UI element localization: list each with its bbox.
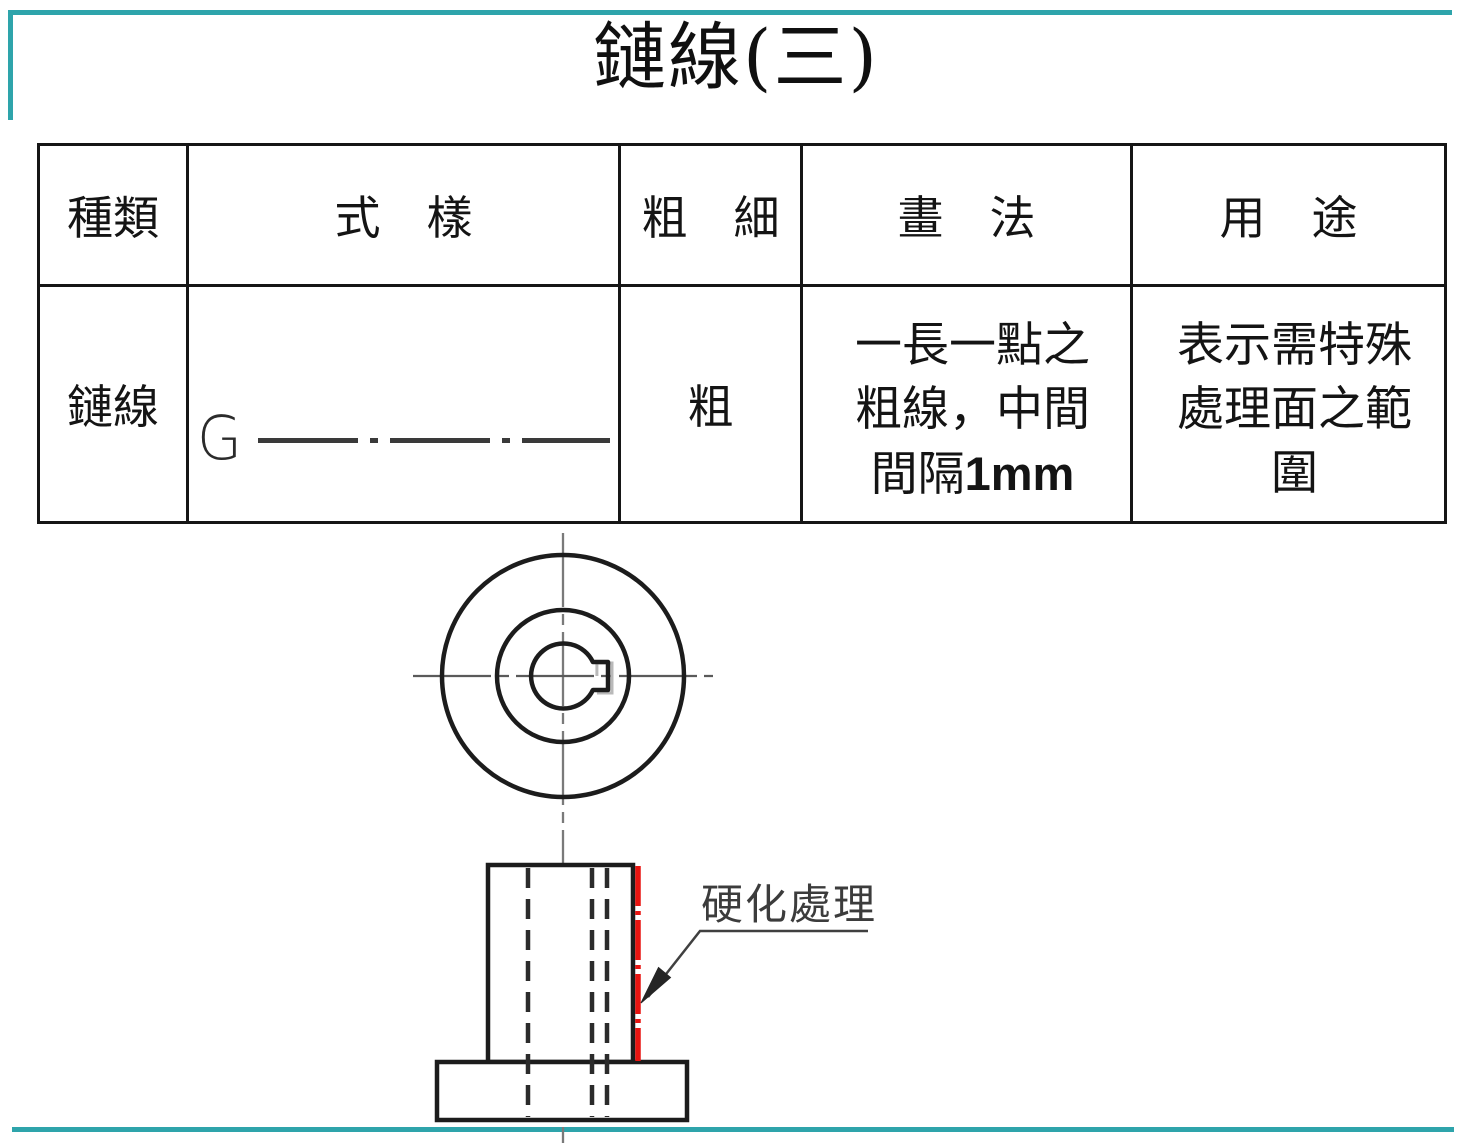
top-view	[413, 552, 713, 800]
usage-text-line3: 圍	[1271, 446, 1318, 501]
cell-line-weight: 粗	[618, 284, 803, 524]
table-row: 鏈線 G 粗 一長一點之 粗線，中間 間隔1mm 表示需特殊 處理面之範	[37, 284, 1447, 524]
chain-line-sample: G	[197, 402, 610, 474]
chain-line-pattern	[257, 437, 610, 443]
column-header-style: 式 樣	[186, 143, 621, 287]
cell-drawing-method: 一長一點之 粗線，中間 間隔1mm	[800, 284, 1133, 524]
slide-border-bottom	[12, 1127, 1454, 1132]
method-text-line2: 粗線，中間	[855, 381, 1090, 437]
page-title: 鏈線(三)	[593, 15, 879, 100]
table-header-row: 種類 式 樣 粗 細 畫 法 用 途	[37, 143, 1447, 287]
leader-line	[647, 929, 868, 998]
leader-arrowhead-icon	[640, 966, 672, 1004]
shaft-body	[485, 862, 636, 1065]
cell-line-type: 鏈線	[37, 284, 189, 524]
keyway-scan-shadow	[595, 661, 614, 695]
flange-base	[434, 1059, 690, 1123]
g-symbol: G	[197, 402, 242, 474]
column-header-method: 畫 法	[800, 143, 1133, 287]
front-view	[434, 862, 868, 1123]
bore-with-keyway	[528, 641, 611, 711]
slide-border-top	[8, 10, 1452, 15]
cell-usage: 表示需特殊 處理面之範 圍	[1130, 284, 1447, 524]
usage-text-line2: 處理面之範	[1177, 382, 1412, 437]
slide-border-left	[8, 10, 13, 120]
usage-text-line1: 表示需特殊	[1177, 318, 1412, 373]
method-text-line3: 間隔1mm	[870, 446, 1075, 502]
technical-drawing	[413, 533, 868, 1143]
column-header-usage: 用 途	[1130, 143, 1447, 287]
column-header-type: 種類	[37, 143, 189, 287]
method-text-line1: 一長一點之	[855, 317, 1090, 373]
line-types-table: 種類 式 樣 粗 細 畫 法 用 途 鏈線 G 粗 一長一點之 粗線，中間 間隔…	[37, 143, 1447, 524]
column-header-weight: 粗 細	[618, 143, 803, 287]
outer-circle	[439, 552, 687, 800]
cell-line-style: G	[186, 284, 621, 524]
hardening-callout-label: 硬化處理	[701, 880, 878, 929]
method-value-1mm: 1mm	[964, 446, 1075, 500]
hub-circle	[494, 607, 632, 745]
